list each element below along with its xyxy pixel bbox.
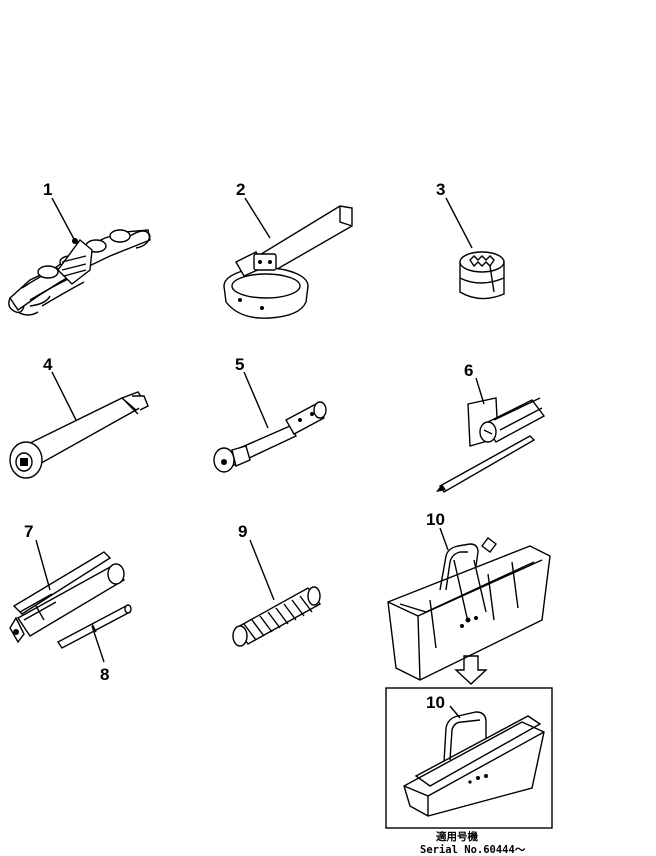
inset-frame	[385, 687, 553, 829]
socket-wrench-icon	[213, 401, 327, 473]
tool-bag-icon	[387, 537, 551, 681]
part-number-3: 3	[436, 180, 445, 199]
socket-icon	[459, 251, 505, 300]
part-number-9: 9	[238, 522, 247, 541]
part-number-6: 6	[464, 361, 473, 380]
leader-2	[244, 197, 271, 239]
leader-10	[439, 527, 449, 551]
part-number-10: 10	[426, 510, 445, 529]
wrench-set-icon	[8, 229, 151, 316]
leader-4	[51, 371, 77, 421]
leader-7	[35, 539, 51, 591]
inset-part-number-10: 10	[426, 693, 445, 712]
leader-9	[249, 539, 275, 601]
part-number-4: 4	[43, 355, 53, 374]
part-number-2: 2	[236, 180, 245, 199]
screwdriver-icon	[436, 397, 546, 493]
part-number-5: 5	[235, 355, 244, 374]
applicability-label: 適用号機	[436, 830, 478, 843]
extension-bar-icon	[9, 391, 149, 479]
leader-3	[445, 197, 473, 249]
leader-inset-10	[449, 705, 461, 719]
leader-5	[243, 371, 269, 429]
leader-6	[475, 377, 485, 405]
part-number-8: 8	[100, 665, 109, 684]
arrow-down-icon	[454, 655, 488, 685]
serial-number-range: Serial No.60444～	[420, 844, 526, 856]
part-number-7: 7	[24, 522, 33, 541]
nozzle-icon	[56, 604, 132, 649]
leader-8	[91, 625, 105, 663]
hose-icon	[232, 586, 322, 647]
filter-wrench-icon	[223, 205, 353, 319]
grease-gun-icon	[9, 551, 126, 644]
part-number-1: 1	[43, 180, 52, 199]
leader-1	[51, 197, 76, 242]
tool-box-icon	[403, 711, 545, 817]
